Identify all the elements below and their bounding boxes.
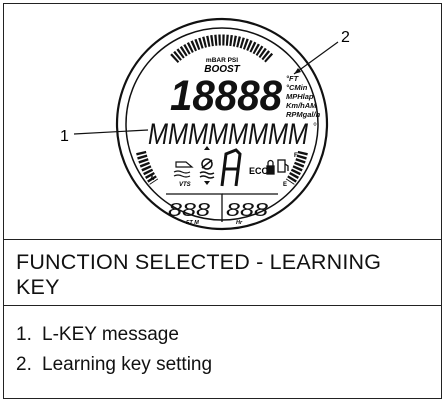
depth-digits: 888 <box>168 200 210 220</box>
divider-top <box>4 239 441 240</box>
bottom-digit-panel <box>166 193 278 222</box>
key-lock-icon <box>266 159 275 175</box>
unit-label: °CMin <box>286 83 308 92</box>
gauge-outer-ring <box>115 17 329 231</box>
legend-list: 1. L-KEY message 2. Learning key setting <box>16 320 212 380</box>
degree-symbol: ° <box>313 122 317 133</box>
callout-1-number: 1 <box>60 128 69 145</box>
main-digital-display: 18888 <box>170 72 282 120</box>
figure-caption: FUNCTION SELECTED - LEARNING KEY <box>16 250 382 299</box>
gear-indicator-display <box>220 148 242 187</box>
legend-item: 2. Learning key setting <box>16 350 212 380</box>
up-arrow-icon <box>204 146 210 150</box>
fuel-full-label: F <box>294 153 298 159</box>
hours-unit-label: Hr <box>236 220 243 226</box>
fuel-bar-graph <box>285 150 308 185</box>
tachometer-bar-graph <box>136 150 159 185</box>
callout-2-leader <box>293 41 339 75</box>
unit-label: °FT <box>286 74 300 83</box>
down-arrow-icon <box>204 181 210 185</box>
figure-frame: mBAR PSI BOOST 18888 °FT °CMin MPHlap Km… <box>3 3 442 399</box>
callout-2-arrowhead <box>294 68 301 74</box>
hours-digits: 888 <box>226 200 268 220</box>
boost-bar-graph <box>170 34 274 64</box>
fuel-empty-label: E <box>283 182 287 188</box>
unit-label: RPMgal/h <box>286 110 321 119</box>
boost-label: BOOST <box>204 64 240 75</box>
alphanumeric-message-display: MMMMMMMM <box>148 118 308 151</box>
boost-units-label: mBAR PSI <box>206 57 238 64</box>
vts-label: VTS <box>179 182 191 188</box>
legend-number: 2. <box>16 354 32 375</box>
depth-unit-label: FT M <box>186 220 199 226</box>
vts-trim-icon <box>173 161 194 178</box>
legend-text: L-KEY message <box>42 324 179 345</box>
gauge-illustration: mBAR PSI BOOST 18888 °FT °CMin MPHlap Km… <box>60 17 350 231</box>
legend-number: 1. <box>16 324 32 345</box>
steering-icon <box>199 158 215 179</box>
tach-a-label: A <box>150 176 155 182</box>
legend-text: Learning key setting <box>42 354 213 375</box>
callout-2-number: 2 <box>341 29 350 46</box>
unit-label: Km/hAM <box>286 101 317 110</box>
fuel-pump-icon <box>277 159 289 173</box>
divider-bottom <box>4 305 441 306</box>
unit-label: MPHlap <box>286 92 314 101</box>
legend-item: 1. L-KEY message <box>16 320 212 350</box>
units-labels: °FT °CMin MPHlap Km/hAM RPMgal/h <box>286 74 321 119</box>
callout-1-leader <box>73 129 149 135</box>
eco-label: ECO <box>249 166 269 176</box>
